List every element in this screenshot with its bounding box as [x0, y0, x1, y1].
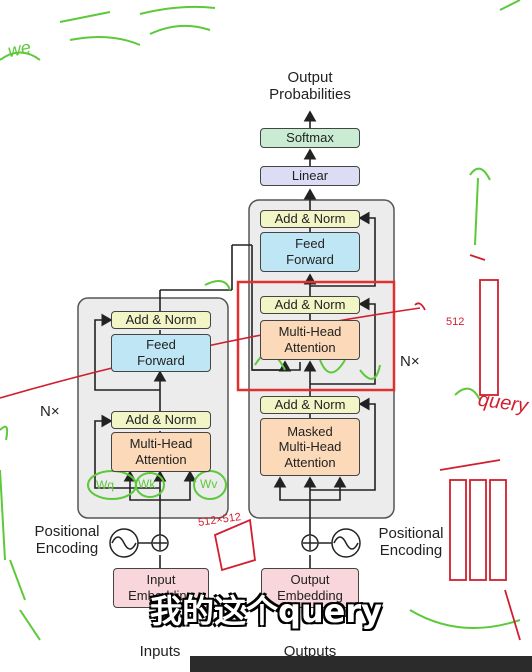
input-embedding-box: Input Embedding — [113, 568, 209, 608]
encoder-feed-forward: Feed Forward — [111, 334, 211, 372]
red-sketches — [213, 254, 521, 641]
green-note-wv: Wv — [200, 477, 218, 491]
green-note-wq: Wq — [96, 478, 114, 492]
encoder-multi-head-attention: Multi-Head Attention — [111, 432, 211, 472]
softmax-box: Softmax — [260, 128, 360, 148]
output-embedding-box: Output Embedding — [261, 568, 359, 608]
positional-encoding-glyphs — [109, 528, 361, 558]
positional-encoding-left-label: Positional Encoding — [34, 523, 100, 557]
positional-encoding-right-label: Positional Encoding — [378, 525, 444, 559]
decoder-nx-label: N× — [400, 353, 420, 370]
encoder-add-norm-bottom: Add & Norm — [111, 411, 211, 429]
decoder-feed-forward: Feed Forward — [260, 232, 360, 272]
decoder-connections — [251, 110, 376, 568]
decoder-add-norm-top: Add & Norm — [260, 210, 360, 228]
inputs-label: Inputs — [139, 643, 181, 660]
highlight-box — [236, 280, 396, 392]
red-note-dims-right: 512 — [446, 316, 465, 328]
output-probabilities-label: Output Probabilities — [269, 69, 351, 103]
encoder-add-norm-top: Add & Norm — [111, 311, 211, 329]
linear-box: Linear — [260, 166, 360, 186]
player-control-bar[interactable] — [190, 656, 532, 672]
outputs-label: Outputs — [283, 643, 337, 660]
decoder-add-norm-bottom: Add & Norm — [260, 396, 360, 414]
green-note-wk: Wk — [138, 477, 156, 491]
encoder-connections — [94, 244, 252, 568]
encoder-nx-label: N× — [40, 403, 60, 420]
decoder-add-norm-mid: Add & Norm — [260, 296, 360, 314]
decoder-multi-head-attention: Multi-Head Attention — [260, 320, 360, 360]
decoder-masked-mha: Masked Multi-Head Attention — [260, 418, 360, 476]
video-subtitle: 我的这个query — [149, 592, 383, 630]
